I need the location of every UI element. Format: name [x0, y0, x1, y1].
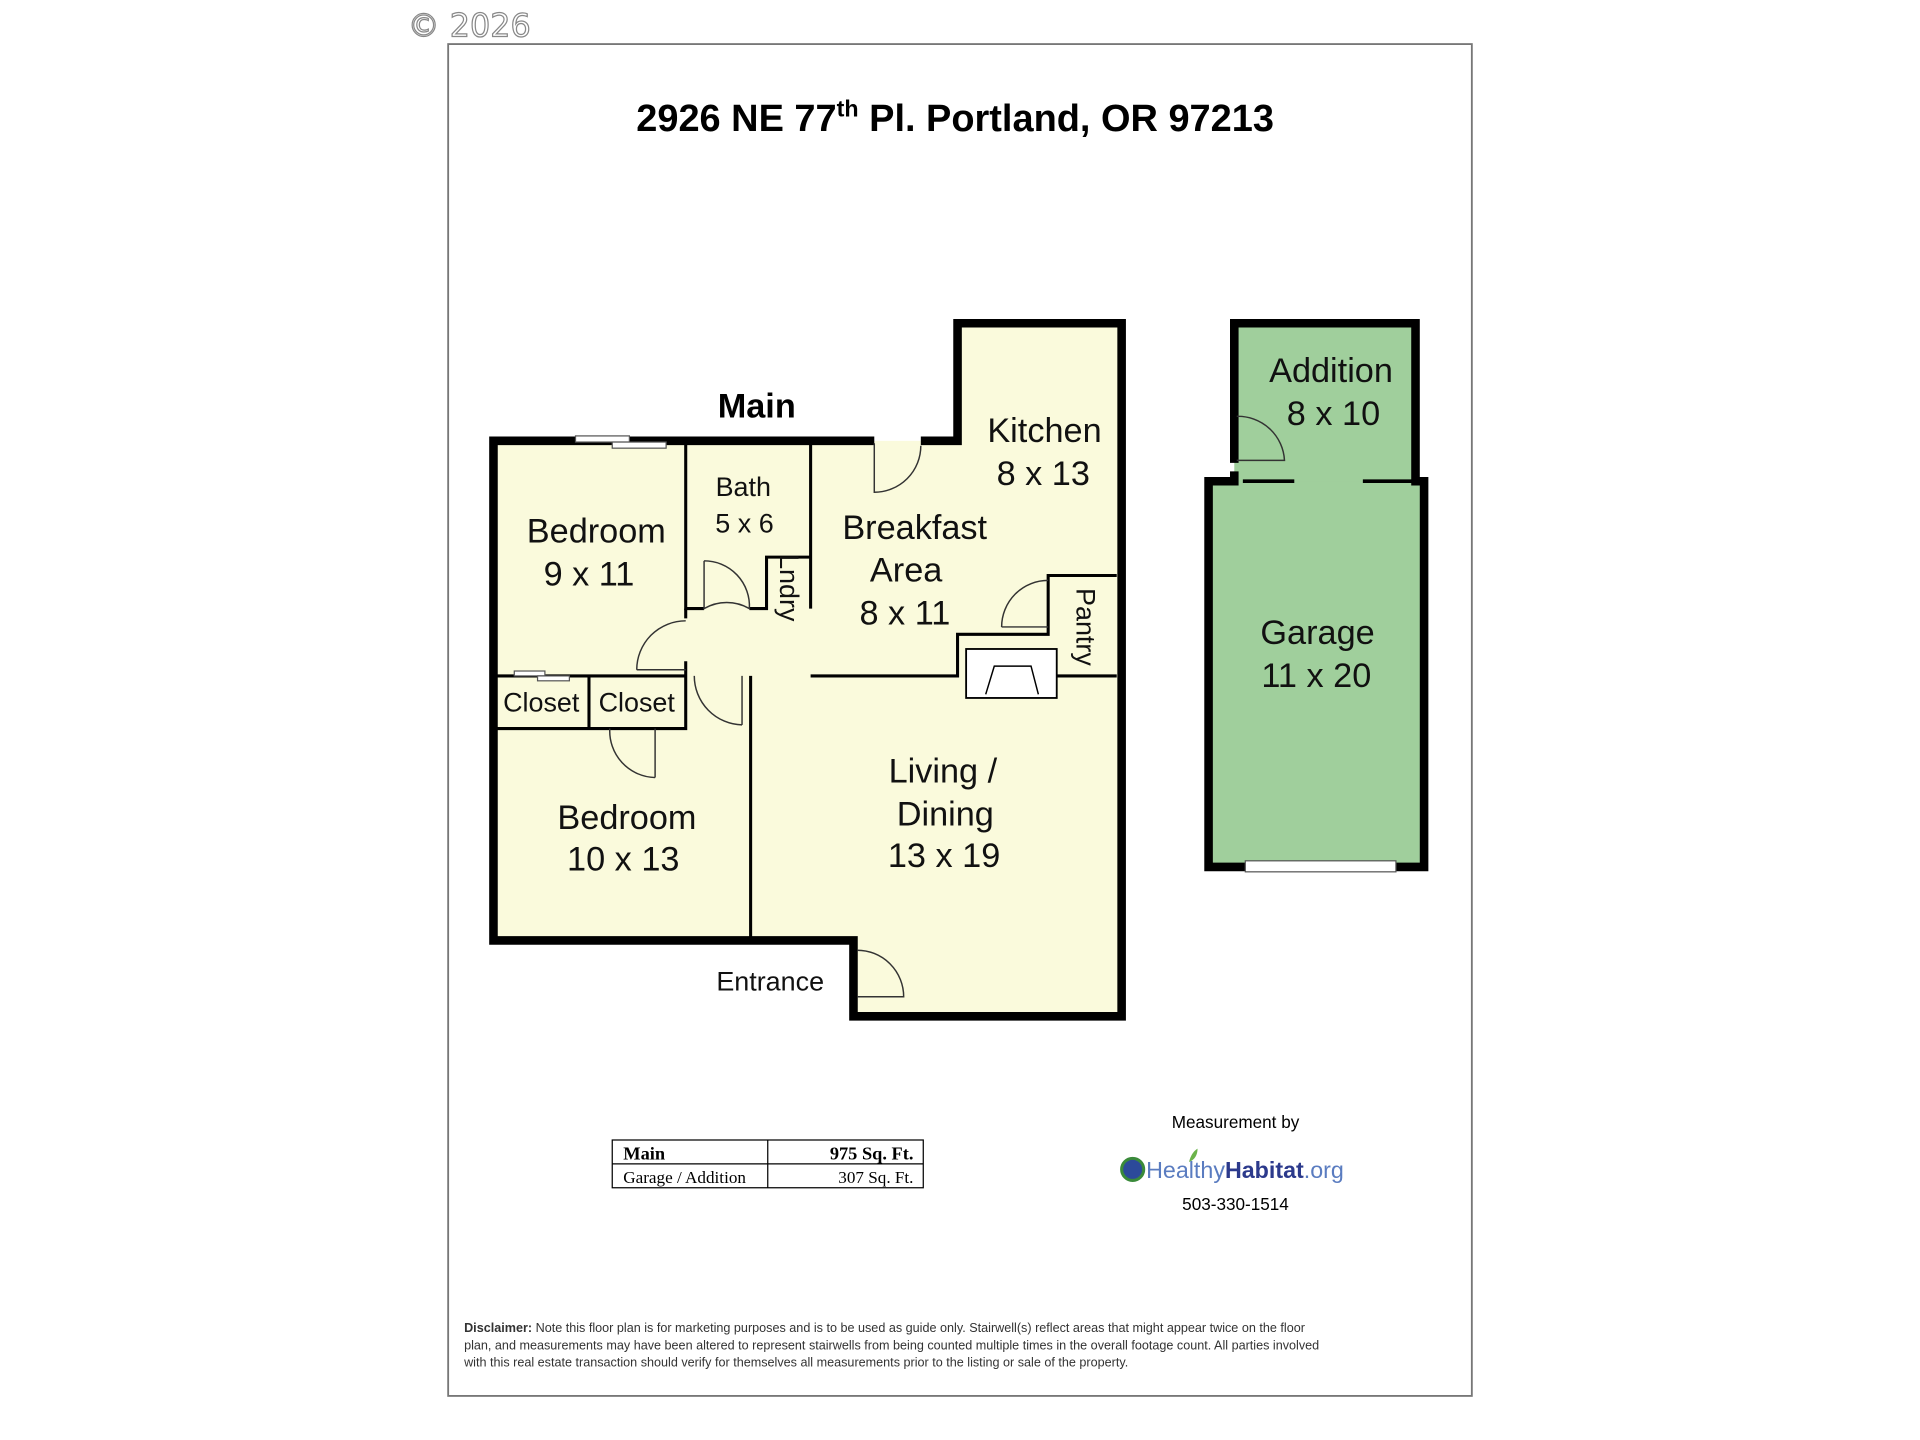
closet2-name: Closet — [599, 687, 676, 717]
breakfast-size: 8 x 11 — [859, 594, 950, 632]
healthy-habitat-logo: HealthyHabitat.org — [1120, 1148, 1344, 1183]
svg-text:plan, and measurements may hav: plan, and measurements may have been alt… — [464, 1338, 1319, 1352]
garage-addition-plan: Addition 8 x 10 Garage 11 x 20 — [1204, 318, 1429, 873]
svg-text:with this real estate transact: with this real estate transaction should… — [463, 1356, 1128, 1370]
living-size: 13 x 19 — [888, 837, 1000, 875]
bath-name: Bath — [716, 472, 771, 502]
bedroom1-name: Bedroom — [527, 512, 666, 550]
page-border — [447, 43, 1473, 1397]
breakfast-name2: Area — [870, 552, 943, 590]
entrance-label: Entrance — [716, 967, 824, 997]
disclaimer: Disclaimer: Note this floor plan is for … — [463, 1321, 1319, 1369]
pantry-name: Pantry — [1070, 588, 1100, 666]
copyright-watermark: © 2026 — [408, 7, 531, 45]
area-row-value: 307 Sq. Ft. — [838, 1168, 913, 1187]
floor-label: Main — [718, 388, 796, 426]
svg-text:HealthyHabitat.org: HealthyHabitat.org — [1146, 1157, 1344, 1183]
garage-size: 11 x 20 — [1261, 657, 1371, 695]
area-row-value: 975 Sq. Ft. — [830, 1144, 914, 1164]
svg-text:Disclaimer: Note this floor pl: Disclaimer: Note this floor plan is for … — [464, 1321, 1305, 1335]
bedroom2-name: Bedroom — [557, 799, 696, 837]
breakfast-name1: Breakfast — [842, 509, 987, 547]
closet1-name: Closet — [503, 687, 580, 717]
area-table: Main 975 Sq. Ft. Garage / Addition 307 S… — [611, 1139, 924, 1189]
kitchen-name: Kitchen — [987, 412, 1101, 450]
bedroom2-size: 10 x 13 — [567, 841, 679, 879]
bath-size: 5 x 6 — [715, 509, 773, 539]
page-title: 2926 NE 77th Pl. Portland, OR 97213 — [636, 95, 1274, 140]
measurement-credit: Measurement by HealthyHabitat.org 503-33… — [1120, 1112, 1344, 1214]
addition-name: Addition — [1269, 352, 1393, 390]
area-row-label: Main — [623, 1144, 665, 1164]
garage-name: Garage — [1260, 614, 1374, 652]
addition-size: 8 x 10 — [1287, 395, 1380, 433]
measurement-phone: 503-330-1514 — [1182, 1194, 1289, 1214]
kitchen-size: 8 x 13 — [997, 455, 1090, 493]
main-floor-plan: Bedroom 9 x 11 Bath 5 x 6 Lndry Breakfas… — [489, 318, 1126, 1021]
globe-house-icon — [1120, 1156, 1146, 1182]
measurement-by-label: Measurement by — [1172, 1112, 1300, 1132]
area-row-label: Garage / Addition — [623, 1168, 746, 1187]
living-name1: Living / — [889, 752, 998, 790]
bedroom1-size: 9 x 11 — [544, 555, 635, 593]
laundry-name: Lndry — [774, 554, 804, 622]
living-name2: Dining — [897, 795, 994, 833]
